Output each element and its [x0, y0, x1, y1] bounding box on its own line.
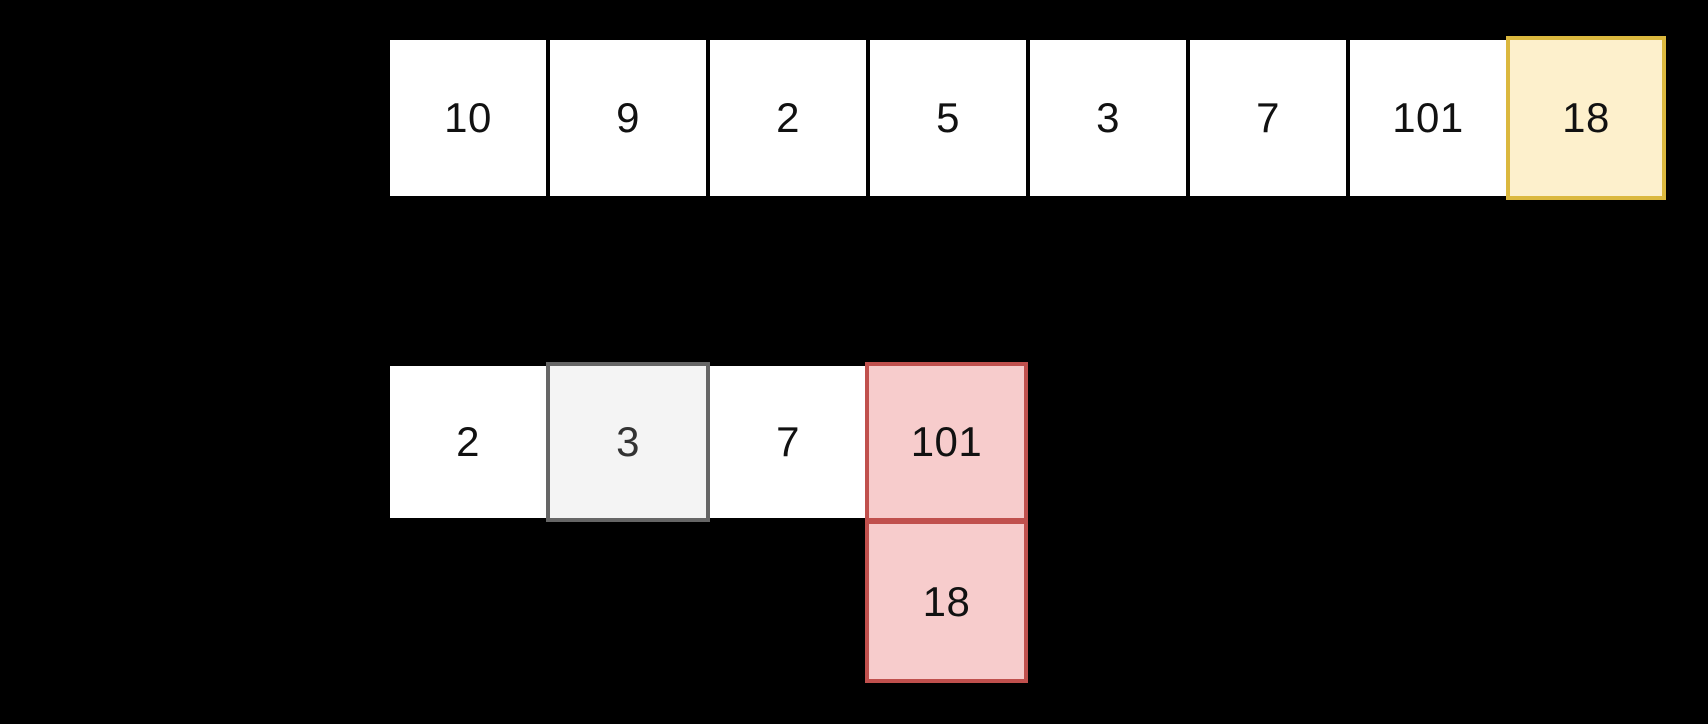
cell-value: 101 — [1392, 94, 1464, 141]
bottom-array-cell-0[interactable]: 2 — [386, 362, 550, 522]
top-array-cell-6[interactable]: 101 — [1346, 36, 1510, 200]
cell-value: 101 — [910, 418, 983, 465]
overflow-stack-cell-0-danger[interactable]: 18 — [865, 520, 1028, 683]
bottom-array-cell-2[interactable]: 7 — [706, 362, 870, 522]
cell-value: 9 — [616, 94, 640, 141]
top-array-cell-4[interactable]: 3 — [1026, 36, 1190, 200]
bottom-array-cell-1-muted[interactable]: 3 — [546, 362, 710, 522]
top-array-cell-5[interactable]: 7 — [1186, 36, 1350, 200]
cell-value: 2 — [456, 418, 480, 465]
top-array-cell-1[interactable]: 9 — [546, 36, 710, 200]
cell-value: 7 — [1256, 94, 1280, 141]
cell-value: 5 — [936, 94, 960, 141]
cell-value: 18 — [1562, 94, 1610, 141]
cell-value: 2 — [776, 94, 800, 141]
top-array-cell-0[interactable]: 10 — [386, 36, 550, 200]
cell-value: 3 — [1096, 94, 1120, 141]
cell-value: 7 — [776, 418, 800, 465]
cell-value: 3 — [616, 418, 640, 465]
cell-value: 10 — [444, 94, 492, 141]
top-array-cell-2[interactable]: 2 — [706, 36, 870, 200]
cell-value: 18 — [922, 577, 971, 625]
bottom-array-cell-3-danger[interactable]: 101 — [865, 362, 1028, 522]
top-array-cell-3[interactable]: 5 — [866, 36, 1030, 200]
top-array-cell-7-highlighted[interactable]: 18 — [1506, 36, 1666, 200]
